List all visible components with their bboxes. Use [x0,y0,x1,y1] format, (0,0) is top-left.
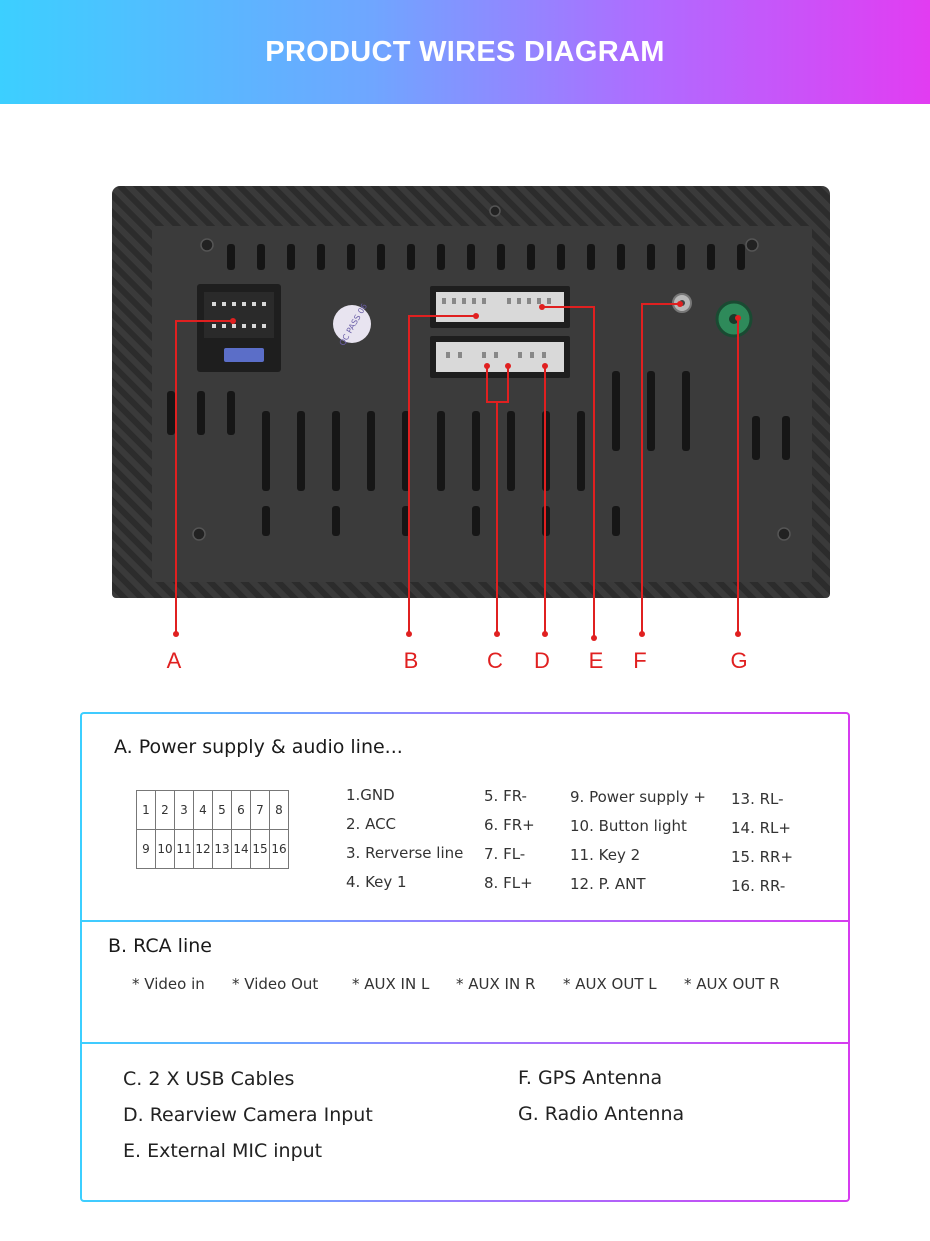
pin-label: 9. Power supply + [570,788,706,806]
pin-label: 1.GND [346,786,395,804]
callout-lines [173,301,741,641]
rca-item: * Video in [132,975,205,993]
pin-grid: 1 2 3 4 5 6 7 8 9 10 11 12 13 14 15 16 [136,790,289,869]
pin-cell: 8 [269,790,289,830]
pin-label: 13. RL- [731,790,784,808]
callout-a: A [166,648,182,673]
rearview-camera-label: D. Rearview Camera Input [123,1104,373,1126]
callout-b: B [403,648,419,673]
rca-item: * Video Out [232,975,319,993]
pin-label: 8. FL+ [484,874,533,892]
pin-label: 5. FR- [484,787,527,805]
callout-f: F [633,648,647,673]
callout-e: E [588,648,604,673]
pin-label: 15. RR+ [731,848,794,866]
pin-label: 11. Key 2 [570,846,641,864]
pin-cell: 3 [174,790,194,830]
wire-legend-box [80,712,850,1202]
radio-antenna-label: G. Radio Antenna [518,1103,685,1125]
callout-c: C [487,648,503,673]
rca-item: * AUX IN R [456,975,536,993]
pin-label: 12. P. ANT [570,875,646,893]
page-title: PRODUCT WIRES DIAGRAM [265,36,665,68]
pin-cell: 9 [136,829,156,869]
pin-cell: 12 [193,829,213,869]
pin-label: 7. FL- [484,845,526,863]
pin-cell: 5 [212,790,232,830]
pin-label: 3. Rerverse line [346,844,464,862]
title-banner: PRODUCT WIRES DIAGRAM [0,0,930,104]
pin-cell: 15 [250,829,270,869]
pin-cell: 11 [174,829,194,869]
pin-cell: 4 [193,790,213,830]
rca-item: * AUX OUT L [563,975,657,993]
pin-label: 4. Key 1 [346,873,407,891]
pin-cell: 16 [269,829,289,869]
gps-antenna-label: F. GPS Antenna [518,1067,663,1089]
section-a-title: A. Power supply & audio line... [114,736,403,758]
pin-label: 10. Button light [570,817,687,835]
section-b-title: B. RCA line [108,935,212,957]
callout-g: G [730,648,748,673]
pin-cell: 1 [136,790,156,830]
usb-cables-label: C. 2 X USB Cables [123,1068,295,1090]
section-divider [80,1042,850,1044]
pin-cell: 10 [155,829,175,869]
pin-cell: 13 [212,829,232,869]
rca-item: * AUX IN L [352,975,430,993]
pin-label: 6. FR+ [484,816,535,834]
callout-d: D [534,648,550,673]
pin-cell: 14 [231,829,251,869]
pin-cell: 6 [231,790,251,830]
rca-item: * AUX OUT R [684,975,780,993]
pin-label: 16. RR- [731,877,786,895]
pin-cell: 2 [155,790,175,830]
pin-label: 14. RL+ [731,819,791,837]
pin-cell: 7 [250,790,270,830]
section-divider [80,920,850,922]
pin-label: 2. ACC [346,815,397,833]
external-mic-label: E. External MIC input [123,1140,323,1162]
